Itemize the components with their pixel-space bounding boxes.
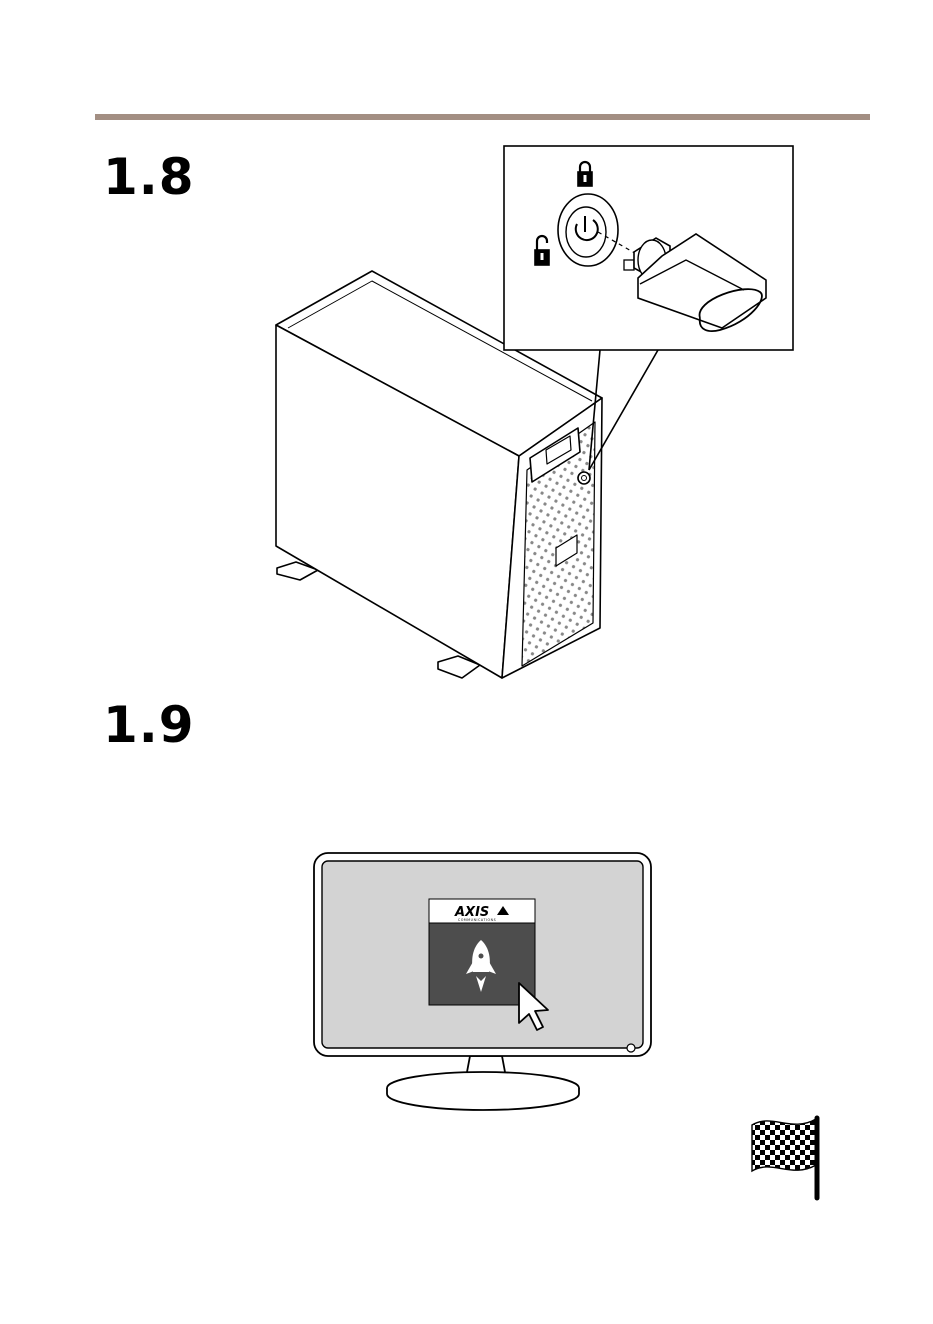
axis-logo-subtitle: COMMUNICATIONS [458,918,496,922]
power-led [627,1044,635,1052]
power-key-icon [558,194,618,266]
checkered-flag-icon [752,1118,817,1198]
